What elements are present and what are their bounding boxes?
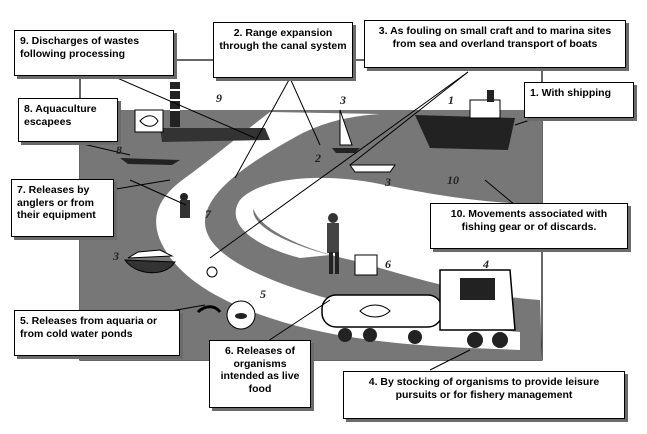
callout-7: 7. Releases by anglers or from their equ… [11,179,114,237]
inner-channel [235,177,542,258]
scene-number-3c: 3 [112,249,119,263]
scene-number-5: 5 [260,287,266,301]
canal-channel [156,112,520,350]
small-boat-left [120,158,180,165]
rowing-boat [124,259,176,274]
speedboat [349,164,396,173]
sailboat [339,109,353,146]
scene-number-8: 8 [116,143,122,157]
chimney [170,82,180,127]
callout-10: 10. Movements associated with fishing ge… [430,203,628,249]
fish-basket [354,254,378,276]
angler [180,193,188,201]
callout-1: 1. With shipping [524,82,634,118]
callout-4: 4. By stocking of organisms to provide l… [343,371,625,419]
person-pouring [206,266,218,278]
scene-number-9: 9 [216,91,222,105]
scene-number-10: 10 [447,173,459,187]
scene-number-1: 1 [448,93,454,107]
processing-vessel [160,128,270,142]
scene-number-4: 4 [482,257,489,271]
callout-5: 5. Releases from aquaria or from cold wa… [14,310,180,356]
scene-number-7: 7 [205,207,212,221]
scene-number-3a: 3 [339,93,346,107]
callout-9: 9. Discharges of wastes following proces… [14,30,174,76]
callout-8: 8. Aquaculture escapees [18,98,118,142]
cargo-ship [415,115,515,150]
callout-6: 6. Releases of organisms intended as liv… [209,340,311,408]
scene-number-6: 6 [385,257,391,271]
callout-3: 3. As fouling on small craft and to mari… [364,20,626,68]
scene-number-2: 2 [314,151,321,165]
tanker-truck [321,294,443,328]
callout-2: 2. Range expansion through the canal sys… [213,22,353,78]
scene-number-3b: 3 [384,175,391,189]
fisherman-figure [328,213,338,223]
